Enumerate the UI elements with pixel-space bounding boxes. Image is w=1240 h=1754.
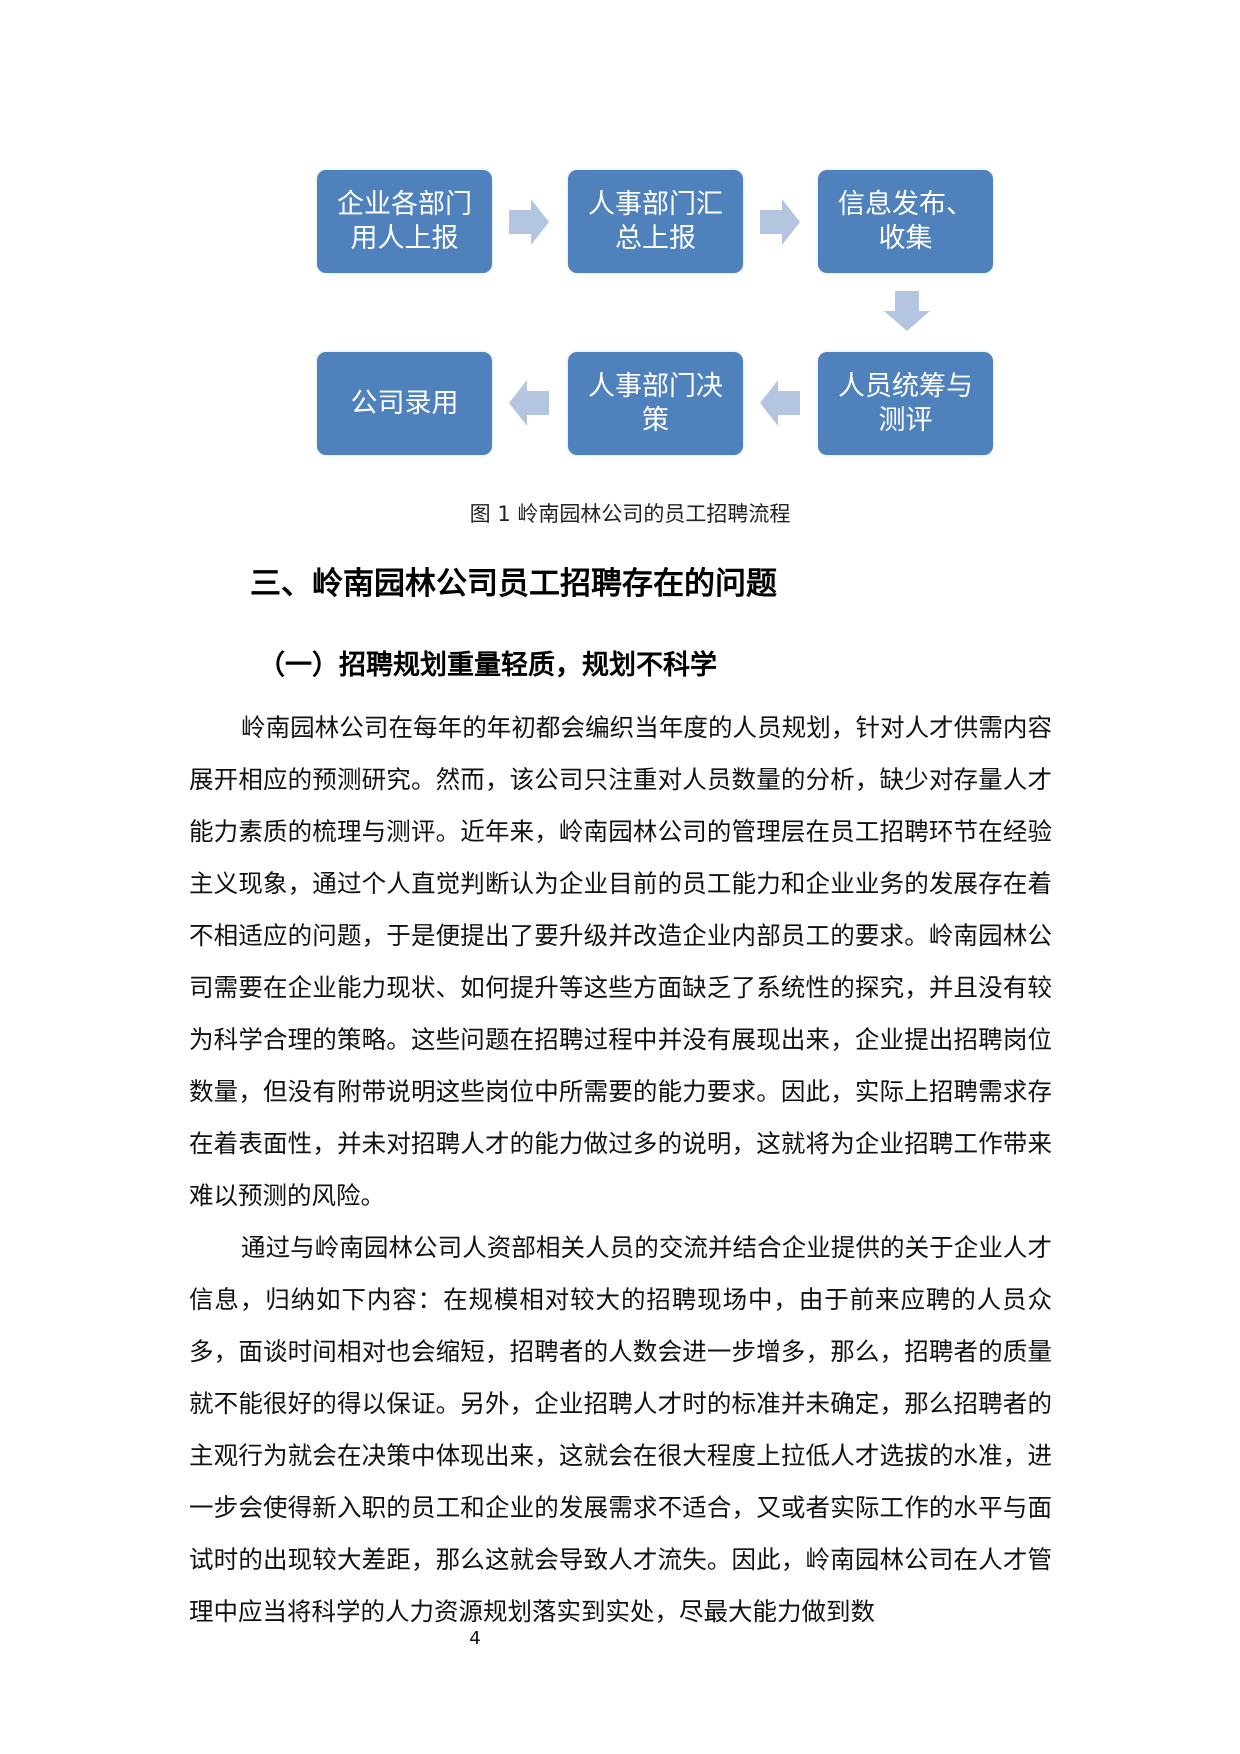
arrow-left-icon bbox=[509, 380, 549, 426]
flow-step-box: 人员统筹与测评 bbox=[818, 352, 993, 455]
flow-step-label: 信息发布、收集 bbox=[838, 188, 973, 254]
paragraph: 岭南园林公司在每年的年初都会编织当年度的人员规划，针对人才供需内容展开相应的预测… bbox=[189, 713, 1052, 1210]
flow-step-label: 人事部门决策 bbox=[588, 370, 723, 436]
section-heading: 三、岭南园林公司员工招聘存在的问题 bbox=[250, 566, 777, 602]
flow-step-label: 人事部门汇总上报 bbox=[588, 188, 723, 254]
arrow-left-icon bbox=[760, 380, 800, 426]
figure-caption: 图 1 岭南园林公司的员工招聘流程 bbox=[469, 502, 791, 526]
flow-step-box: 公司录用 bbox=[317, 352, 492, 455]
flow-step-label: 公司录用 bbox=[350, 387, 459, 419]
page-number: 4 bbox=[469, 1628, 481, 1649]
subsection-heading: （一）招聘规划重量轻质，规划不科学 bbox=[258, 650, 717, 681]
flow-step-box: 信息发布、收集 bbox=[818, 170, 993, 273]
arrow-right-icon bbox=[509, 199, 549, 245]
flow-step-box: 企业各部门用人上报 bbox=[317, 170, 492, 273]
flow-step-label: 企业各部门用人上报 bbox=[337, 188, 472, 254]
arrow-right-icon bbox=[760, 199, 800, 245]
paragraph: 通过与岭南园林公司人资部相关人员的交流并结合企业提供的关于企业人才信息，归纳如下… bbox=[189, 1233, 1052, 1626]
arrow-down-icon bbox=[884, 291, 930, 331]
flow-step-label: 人员统筹与测评 bbox=[838, 370, 973, 436]
flow-step-box: 人事部门汇总上报 bbox=[568, 170, 743, 273]
body-text: 岭南园林公司在每年的年初都会编织当年度的人员规划，针对人才供需内容展开相应的预测… bbox=[189, 702, 1052, 1638]
flow-step-box: 人事部门决策 bbox=[568, 352, 743, 455]
